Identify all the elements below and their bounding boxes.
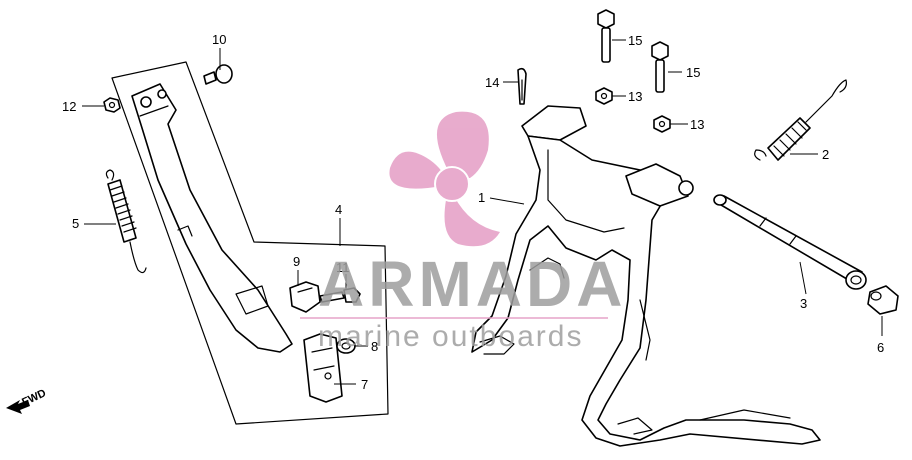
callout-5: 5 <box>72 216 79 231</box>
bushing-part-6 <box>867 285 899 315</box>
main-stand <box>471 105 821 447</box>
callout-12: 12 <box>62 99 76 114</box>
callout-7: 7 <box>361 377 368 392</box>
callout-3: 3 <box>800 296 807 311</box>
callout-15a: 15 <box>628 33 642 48</box>
callout-13b: 13 <box>690 117 704 132</box>
callout-14: 14 <box>485 75 499 90</box>
bolt-part-11 <box>319 287 361 303</box>
armada-watermark: ARMADA marine outboards <box>300 111 626 353</box>
watermark-tagline: marine outboards <box>318 320 583 353</box>
callout-15b: 15 <box>686 65 700 80</box>
side-stand-group-outline <box>111 61 389 425</box>
callout-4: 4 <box>335 202 342 217</box>
nut-part-13a <box>595 87 613 105</box>
cotter-pin-part-14 <box>517 67 527 105</box>
callout-11: 11 <box>336 260 350 275</box>
leader-lines <box>82 39 883 385</box>
bolt-part-15b <box>651 41 669 93</box>
bolt-part-15a <box>597 9 615 63</box>
stand-shaft <box>713 194 867 290</box>
callout-8: 8 <box>371 339 378 354</box>
collar-part-8 <box>336 338 356 354</box>
callout-6: 6 <box>877 340 884 355</box>
callout-9: 9 <box>293 254 300 269</box>
watermark-brand: ARMADA <box>318 248 626 320</box>
fwd-arrow-icon <box>6 400 30 414</box>
side-stand-arm <box>131 83 293 353</box>
propeller-logo-icon <box>389 111 500 247</box>
side-stand-spring <box>105 169 147 274</box>
bracket-part-9 <box>289 281 321 313</box>
fwd-label: FWD <box>20 387 48 408</box>
main-stand-spring <box>754 79 847 161</box>
nut-part-13b <box>653 115 671 133</box>
nut-part-12 <box>103 97 121 113</box>
bolt-part-10 <box>203 64 233 85</box>
callout-13a: 13 <box>628 89 642 104</box>
callout-10: 10 <box>212 32 226 47</box>
callout-2: 2 <box>822 147 829 162</box>
callout-1: 1 <box>478 190 485 205</box>
rubber-pad-part-7 <box>303 333 343 403</box>
fwd-direction-indicator: FWD <box>6 387 48 414</box>
